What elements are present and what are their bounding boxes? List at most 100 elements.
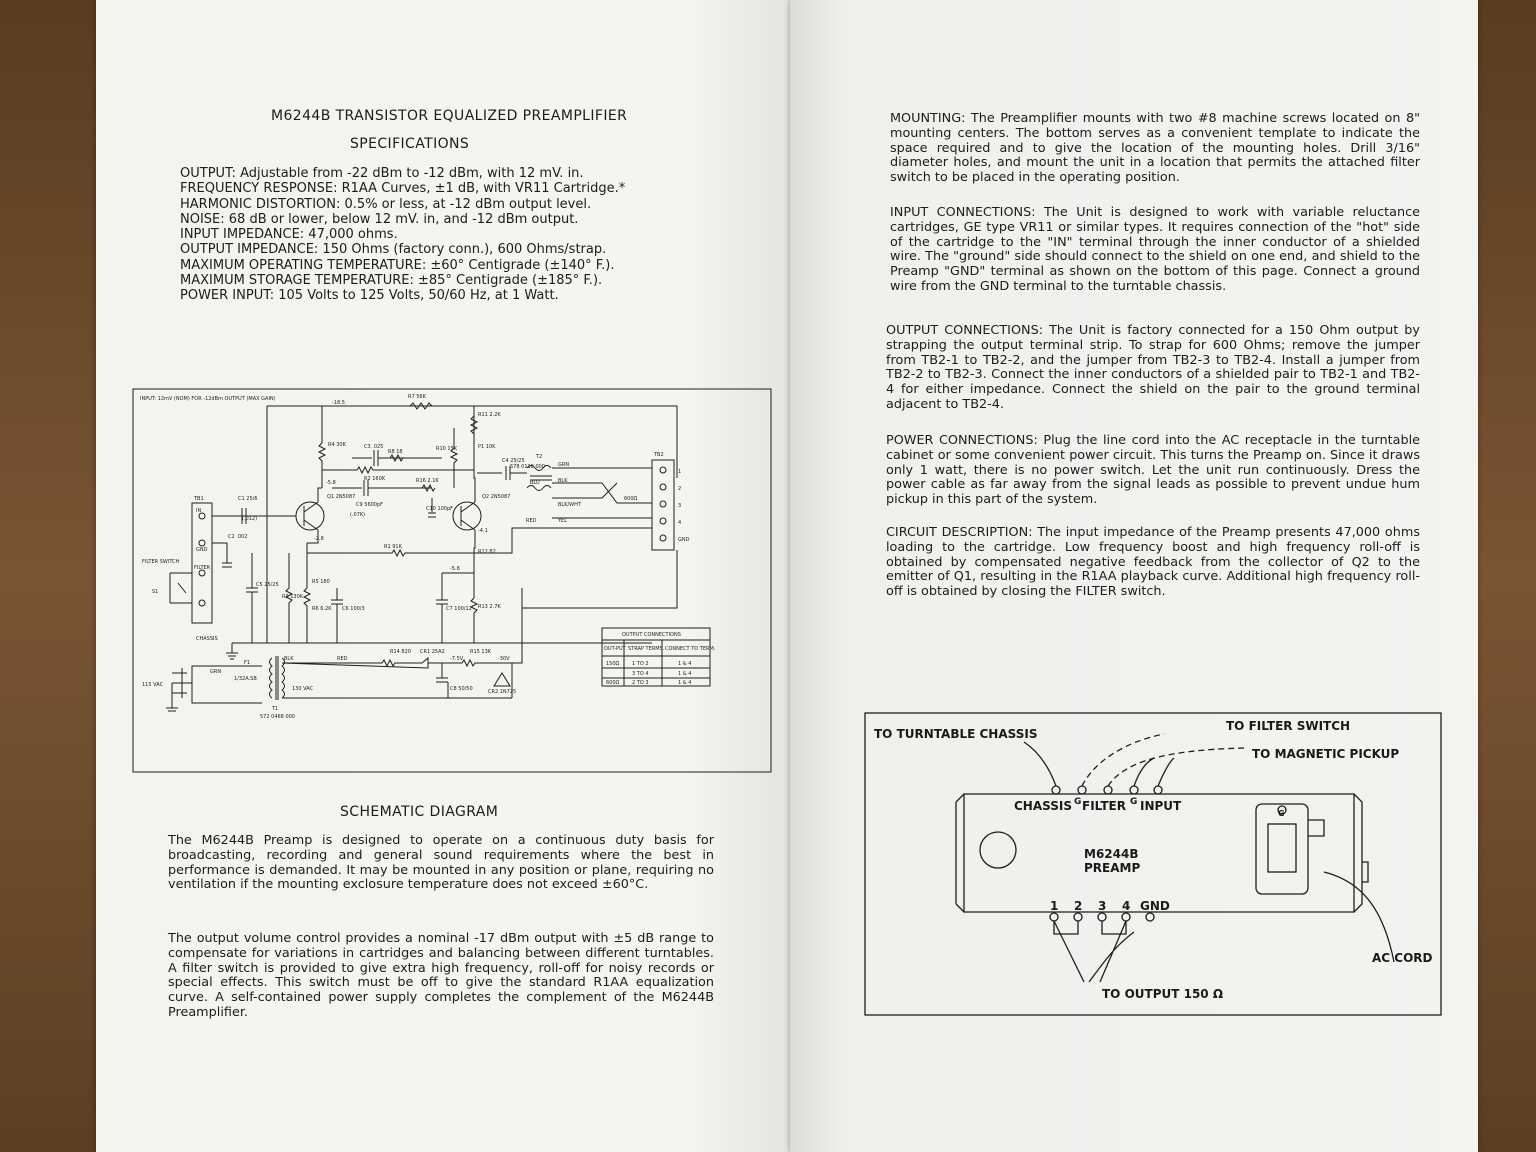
label-filter: FILTER	[194, 565, 211, 571]
spec-line: HARMONIC DISTORTION: 0.5% or less, at -1…	[180, 196, 592, 212]
label-filter: FILTER	[1082, 799, 1126, 813]
wire	[281, 656, 512, 669]
resistor-r8	[389, 453, 404, 463]
wire-magnetic-pickup	[1107, 747, 1245, 787]
label-red: RED	[337, 656, 348, 662]
transformer-t1	[269, 657, 285, 699]
schematic-frame	[132, 388, 772, 773]
terminal-block-tb2	[651, 459, 675, 551]
spec-line: NOISE: 68 dB or lower, below 12 mV. in, …	[180, 211, 579, 227]
spec-line: MAXIMUM STORAGE TEMPERATURE: ±85° Centig…	[180, 273, 603, 289]
output-cable	[1053, 920, 1135, 983]
label-r12: R12 82	[478, 549, 496, 555]
label-voltage: -5.8	[326, 480, 336, 486]
section-mounting: MOUNTING: The Preamplifier mounts with t…	[890, 111, 1420, 186]
label-c9: C9 5600pF	[356, 502, 383, 508]
label-to-output: TO OUTPUT 150 Ω	[1102, 987, 1223, 1001]
label-model: M6244B	[1084, 847, 1139, 861]
wire	[267, 405, 678, 478]
output-table-header: STRAP TERMS.	[628, 646, 665, 652]
label-c3: C3 .025	[364, 444, 383, 450]
spec-line: OUTPUT: Adjustable from -22 dBm to -12 d…	[180, 166, 584, 181]
label-tb2-term: GND	[678, 537, 690, 543]
label-q1: Q1 2N5087	[327, 494, 355, 500]
label-to-magnetic-pickup: TO MAGNETIC PICKUP	[1252, 747, 1399, 761]
resistor-r2	[321, 465, 474, 488]
label-r5: R5 180	[312, 579, 330, 585]
label-gnd: GND	[196, 547, 208, 553]
label-voltage: -2.8	[314, 536, 324, 542]
label-r11: R11 2.2K	[478, 412, 501, 418]
label-red2: RED	[526, 518, 537, 524]
ground-symbol	[166, 683, 178, 712]
resistor-r3	[284, 553, 294, 643]
label-voltage: (.012)	[242, 516, 257, 522]
label-g: G	[1130, 797, 1137, 807]
label-blk: BLK	[284, 656, 294, 662]
label-r13: R13 2.7K	[478, 604, 501, 610]
label-tb2-term: 4	[678, 520, 681, 526]
resistor-r7	[409, 402, 433, 410]
output-table-cell: 600Ω	[606, 680, 620, 686]
capacitor-c10	[428, 498, 436, 518]
zener-cr2	[493, 672, 511, 687]
label-f1: F1	[244, 660, 250, 666]
output-table-cell: 1 & 4	[678, 661, 691, 667]
label-c2: C2 .002	[228, 534, 247, 540]
ac-cord	[1323, 871, 1395, 963]
label-filter-switch: FILTER SWITCH	[142, 559, 180, 565]
label-600ohm: 600Ω	[624, 496, 638, 502]
label-voltage: -4.1	[478, 528, 488, 534]
resistor-r4	[317, 442, 327, 488]
terminal-block-tb1	[191, 502, 213, 624]
wire-filter-switch	[1081, 733, 1165, 787]
label-voltage: -7.5V	[450, 656, 464, 662]
spec-line: INPUT IMPEDANCE: 47,000 ohms.	[180, 227, 398, 243]
wire	[552, 467, 653, 548]
label-input: INPUT	[1140, 799, 1182, 813]
resistor-r16	[421, 483, 436, 493]
diagram-frame	[864, 712, 1442, 1016]
label-t2-part: 578 0118 000	[510, 464, 545, 470]
label-blkwht: BLK/WHT	[558, 502, 582, 508]
label-c1: C1 25/6	[238, 496, 258, 502]
label-115vac: 115 VAC	[142, 682, 164, 688]
capacitor-c5	[246, 553, 258, 643]
label-q2: Q2 2N5087	[482, 494, 510, 500]
spec-line: POWER INPUT: 105 Volts to 125 Volts, 50/…	[180, 288, 559, 304]
output-table-cell: 3 TO 4	[632, 671, 649, 677]
right-page: MOUNTING: The Preamplifier mounts with t…	[790, 0, 1478, 1152]
label-r7: R7 56K	[408, 394, 427, 400]
transistor-q1	[295, 501, 325, 531]
label-tb2-term: 2	[678, 486, 681, 492]
capacitor-c9	[332, 480, 432, 496]
output-table-cell: 1 & 4	[678, 680, 691, 686]
terminal-chassis	[1051, 785, 1061, 795]
output-table-cell: 1 TO 2	[632, 661, 649, 667]
spec-line: OUTPUT IMPEDANCE: 150 Ohms (factory conn…	[180, 242, 607, 258]
left-page: M6244B TRANSISTOR EQUALIZED PREAMPLIFIER…	[96, 0, 790, 1152]
output-table-header: OUT-PUT	[604, 646, 627, 652]
terminal-jumpers	[1053, 921, 1127, 935]
label-g: G	[1074, 797, 1081, 807]
capacitor-c7	[436, 573, 448, 643]
resistor-r11	[469, 408, 479, 438]
paragraph-volume-control: The output volume control provides a nom…	[168, 931, 714, 1020]
resistor-r10	[449, 428, 459, 488]
output-table-cell: 150Ω	[606, 661, 620, 667]
label-voltage: -30V	[498, 656, 510, 662]
section-input-connections: INPUT CONNECTIONS: The Unit is designed …	[890, 205, 1420, 294]
label-r16: R16 2.1K	[416, 478, 439, 484]
output-table-cell: 2 TO 3	[632, 680, 649, 686]
label-c7: C7 100/12	[446, 606, 472, 612]
capacitor-c8	[436, 663, 449, 698]
label-r6: R6 6.2K	[312, 606, 332, 612]
label-s1: S1	[152, 589, 158, 595]
document-title: M6244B TRANSISTOR EQUALIZED PREAMPLIFIER	[271, 108, 628, 124]
label-r3: R3 130K	[282, 594, 304, 600]
label-tb1: TB1	[193, 496, 204, 502]
label-t1: T1	[271, 706, 278, 712]
section-power-connections: POWER CONNECTIONS: Plug the line cord in…	[886, 433, 1420, 508]
label-voltage: (.07K)	[350, 512, 365, 518]
label-fuse: 1/32A.SB	[234, 676, 257, 682]
